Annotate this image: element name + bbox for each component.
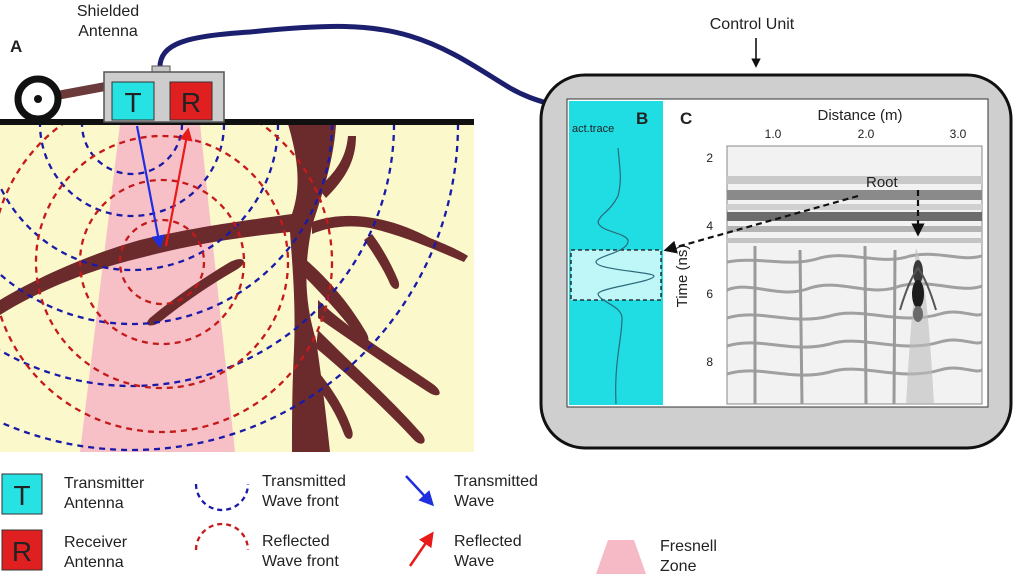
legend-receiver-symbol: R <box>12 536 32 567</box>
legend-transmitted-wave-line2: Wave <box>454 493 494 510</box>
panel-c-label: C <box>680 109 692 128</box>
legend-reflected-wave-icon <box>408 531 434 567</box>
legend-transmitter-line1: Transmitter <box>64 475 145 492</box>
y-tick-3: 6 <box>706 287 713 301</box>
legend-fresnel-line2: Zone <box>660 558 697 575</box>
x-axis-label: Distance (m) <box>817 107 902 124</box>
antenna-cable <box>157 23 551 107</box>
legend-receiver-line1: Receiver <box>64 534 128 551</box>
wheel-hub <box>34 95 42 103</box>
legend-fresnel-line1: Fresnell <box>660 538 717 555</box>
root <box>0 124 468 452</box>
transmitter-box <box>111 81 155 121</box>
legend: T Transmitter Antenna R Receiver Antenna… <box>1 473 717 575</box>
transmitter-letter: T <box>124 87 141 118</box>
legend-reflected-front-icon <box>194 522 250 551</box>
panel-b-label: B <box>636 109 648 128</box>
y-axis-label: Time (ns) <box>674 245 691 308</box>
legend-reflected-front-line2: Wave front <box>262 553 339 570</box>
antenna-label-line1: Shielded <box>77 3 139 20</box>
transmitted-wave-fronts <box>0 124 460 452</box>
legend-transmitted-front-line1: Transmitted <box>262 473 346 490</box>
x-tick-2: 2.0 <box>858 127 875 141</box>
legend-reflected-front-line1: Reflected <box>262 533 330 550</box>
antenna-label-line2: Antenna <box>78 23 138 40</box>
trace-waveform <box>595 147 655 405</box>
legend-reflected-wave-line1: Reflected <box>454 533 522 550</box>
legend-reflected-wave-line2: Wave <box>454 553 494 570</box>
y-tick-1: 2 <box>706 151 713 165</box>
fresnel-zone <box>80 124 235 452</box>
receiver-box <box>169 81 213 121</box>
root-label: Root <box>866 174 899 191</box>
y-tick-4: 8 <box>706 355 713 369</box>
legend-transmitted-front-icon <box>194 483 250 512</box>
transmitted-wave-arrow <box>135 125 165 249</box>
panel-a-label: A <box>10 37 22 56</box>
x-tick-1: 1.0 <box>765 127 782 141</box>
trace-label: act.trace <box>572 123 614 135</box>
legend-transmitted-wave-icon <box>405 475 435 507</box>
control-unit-label: Control Unit <box>710 16 795 33</box>
radargram-image <box>726 145 983 405</box>
root-to-trace-arrow <box>663 194 859 254</box>
legend-transmitter-swatch <box>1 473 43 515</box>
subsurface <box>0 124 468 452</box>
legend-receiver-line2: Antenna <box>64 554 124 571</box>
trace-highlight-box <box>570 249 662 301</box>
legend-receiver-swatch <box>1 529 43 571</box>
x-tick-3: 3.0 <box>950 127 967 141</box>
y-tick-2: 4 <box>706 219 713 233</box>
legend-fresnel-icon <box>596 540 646 574</box>
legend-transmitter-symbol: T <box>13 480 30 511</box>
legend-transmitter-line2: Antenna <box>64 495 124 512</box>
reflected-wave-arrow <box>164 127 193 247</box>
reflected-wave-fronts <box>0 124 334 434</box>
soil-area <box>0 124 474 452</box>
ground-surface <box>0 119 474 125</box>
legend-transmitted-wave-line1: Transmitted <box>454 473 538 490</box>
legend-transmitted-front-line2: Wave front <box>262 493 339 510</box>
radargram-bands <box>727 176 982 404</box>
receiver-letter: R <box>181 87 201 118</box>
